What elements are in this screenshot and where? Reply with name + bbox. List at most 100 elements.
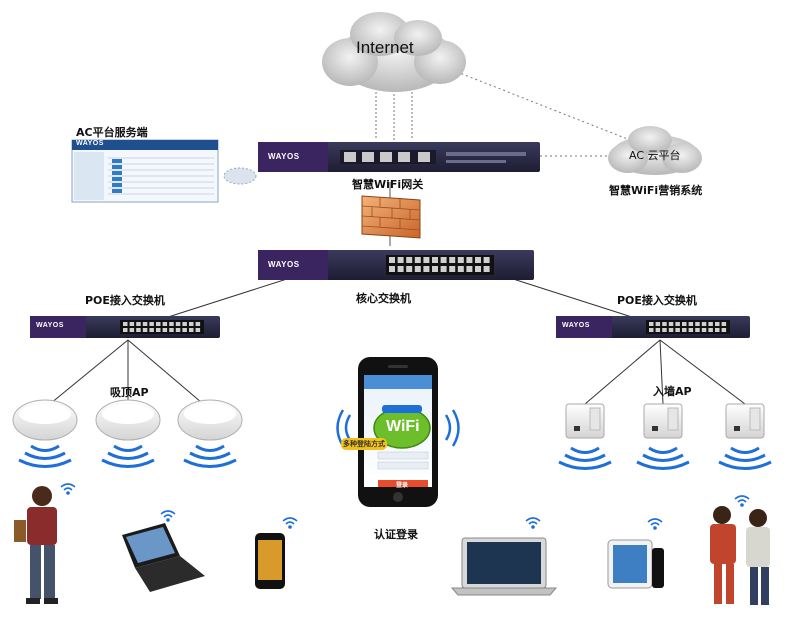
switch-port — [149, 328, 154, 332]
switch-port — [397, 257, 404, 263]
poe-switch-right-label: POE接入交换机 — [617, 294, 697, 307]
phone-wifi-logo-text: WiFi — [386, 418, 420, 435]
switch-port — [169, 328, 174, 332]
switch-port — [136, 322, 141, 326]
switch-port — [688, 322, 694, 326]
switch-port — [662, 328, 667, 332]
switch-port — [195, 322, 201, 326]
switch-port — [162, 328, 168, 332]
ceiling-ap-1 — [12, 399, 78, 468]
switch-port — [123, 322, 128, 326]
switch-port — [189, 322, 194, 326]
switch-port — [195, 328, 201, 332]
poe-switch-right-device — [556, 316, 750, 338]
switch-port — [123, 328, 128, 332]
switch-port — [142, 322, 148, 326]
wall-ap-3 — [717, 403, 773, 470]
switch-port — [708, 322, 713, 326]
macbook-device — [450, 517, 558, 596]
ac-server-window — [71, 139, 257, 203]
switch-port — [475, 257, 481, 263]
wall-ap-label: 入墙AP — [653, 385, 692, 398]
firewall-icon — [361, 195, 421, 239]
switch-port — [649, 328, 654, 332]
ceiling-ap-3 — [177, 399, 243, 468]
switch-port — [457, 266, 464, 272]
switch-port — [668, 328, 674, 332]
switch-port — [414, 266, 421, 272]
switch-port — [432, 266, 438, 272]
phone-login-methods-badge: 多种登陆方式 — [341, 438, 387, 450]
switch-port — [182, 328, 187, 332]
switch-port — [708, 328, 713, 332]
switch-port — [668, 322, 674, 326]
auth-login-label: 认证登录 — [374, 528, 418, 541]
switch-port — [440, 257, 447, 263]
switch-port — [175, 322, 181, 326]
laptop-device — [122, 510, 205, 592]
internet-cloud — [322, 12, 466, 92]
switch-port — [466, 266, 473, 272]
tablet-device — [607, 518, 664, 589]
switch-port — [389, 257, 395, 263]
two-people — [710, 495, 770, 605]
switch-port — [162, 322, 168, 326]
switch-port — [675, 328, 680, 332]
switch-port — [136, 328, 141, 332]
switch-port — [688, 328, 694, 332]
switch-port — [182, 322, 187, 326]
switch-port — [721, 322, 727, 326]
ac-cloud-label: AC 云平台 — [629, 149, 681, 162]
smartphone-device — [255, 517, 298, 589]
wall-ap-1 — [557, 403, 613, 470]
switch-port — [682, 322, 687, 326]
marketing-system-label: 智慧WiFi营销系统 — [609, 184, 703, 197]
switch-port — [189, 328, 194, 332]
switch-port — [414, 257, 421, 263]
ac-server-brand-logo: WAYOS — [76, 140, 104, 147]
wall-ap-2 — [635, 403, 691, 470]
switch-port — [169, 322, 174, 326]
phone-login-button: 登录 — [396, 482, 409, 489]
switch-port — [449, 266, 456, 272]
switch-port — [701, 322, 707, 326]
link-lines — [44, 69, 746, 409]
switch-port — [149, 322, 154, 326]
switch-port — [483, 257, 490, 263]
poe-left-brand-logo: WAYOS — [36, 322, 64, 329]
ac-cloud — [608, 126, 702, 175]
switch-port — [406, 266, 413, 272]
switch-port — [695, 328, 700, 332]
ceiling-ap-2 — [95, 399, 161, 468]
switch-port — [715, 328, 720, 332]
gateway-brand-logo: WAYOS — [268, 152, 300, 161]
switch-port — [682, 328, 687, 332]
poe-switch-left-label: POE接入交换机 — [85, 294, 165, 307]
switch-port — [156, 322, 161, 326]
core-switch-device — [258, 250, 534, 280]
switch-port — [129, 322, 135, 326]
switch-port — [655, 322, 661, 326]
switch-port — [129, 328, 135, 332]
poe-right-brand-logo: WAYOS — [562, 322, 590, 329]
switch-port — [483, 266, 490, 272]
ceiling-ap-label: 吸顶AP — [110, 386, 149, 399]
switch-port — [423, 266, 430, 272]
switch-port — [649, 322, 654, 326]
switch-port — [695, 322, 700, 326]
switch-port — [156, 328, 161, 332]
phone-right-waves — [444, 409, 460, 447]
poe-switch-left-device — [30, 316, 220, 338]
core-switch-label: 核心交换机 — [356, 292, 411, 305]
ac-server-label: AC平台服务端 — [76, 126, 148, 139]
switch-port — [701, 328, 707, 332]
wifi-logo-icon — [373, 405, 431, 449]
switch-port — [475, 266, 481, 272]
switch-port — [175, 328, 181, 332]
switch-port — [715, 322, 720, 326]
switch-port — [662, 322, 667, 326]
switch-port — [432, 257, 438, 263]
switch-port — [655, 328, 661, 332]
switch-port — [423, 257, 430, 263]
